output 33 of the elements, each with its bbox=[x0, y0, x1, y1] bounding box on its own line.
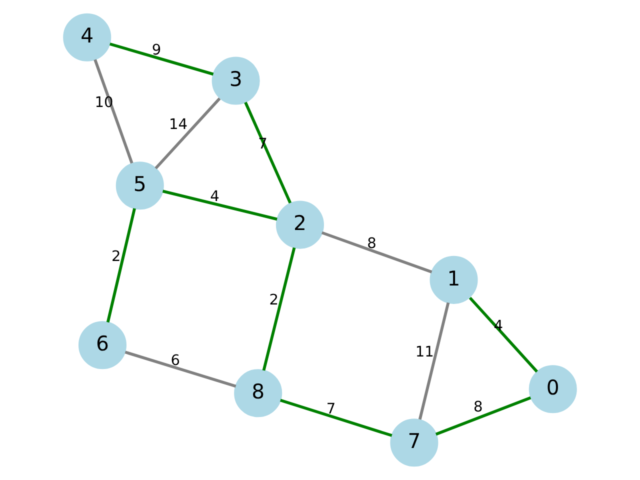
connector bbox=[106, 208, 136, 323]
edge-label: 9 bbox=[152, 42, 162, 59]
connector bbox=[154, 97, 221, 170]
edge-label: 10 bbox=[94, 94, 114, 111]
connector bbox=[124, 350, 236, 388]
node-circle: 1 bbox=[430, 256, 478, 304]
node-circle: 8 bbox=[234, 369, 282, 418]
connector bbox=[162, 190, 278, 221]
edge-label: 4 bbox=[210, 188, 220, 205]
connector bbox=[468, 296, 538, 373]
edge-label: 2 bbox=[269, 292, 279, 309]
node-circle: 4 bbox=[63, 13, 112, 62]
node-circle: 5 bbox=[116, 162, 164, 210]
connector bbox=[280, 398, 392, 437]
edge-label: 11 bbox=[415, 344, 434, 361]
edge-label: 7 bbox=[326, 400, 336, 418]
edge-label: 6 bbox=[170, 352, 180, 369]
connector bbox=[110, 42, 214, 76]
connector bbox=[94, 59, 134, 164]
node-circle: 0 bbox=[528, 365, 577, 414]
edge-label: 8 bbox=[367, 234, 376, 252]
connector bbox=[435, 396, 532, 436]
node-circle: 3 bbox=[212, 56, 260, 105]
node-circle: 7 bbox=[390, 418, 438, 467]
connector bbox=[262, 247, 296, 371]
connector bbox=[418, 302, 450, 420]
edge-label: 14 bbox=[168, 116, 188, 134]
connector bbox=[321, 231, 432, 274]
node-circle: 2 bbox=[276, 200, 324, 249]
connector bbox=[244, 102, 292, 204]
edge-label: 2 bbox=[111, 248, 121, 265]
node-circle: 6 bbox=[78, 321, 127, 370]
edge-label: 8 bbox=[474, 398, 483, 416]
